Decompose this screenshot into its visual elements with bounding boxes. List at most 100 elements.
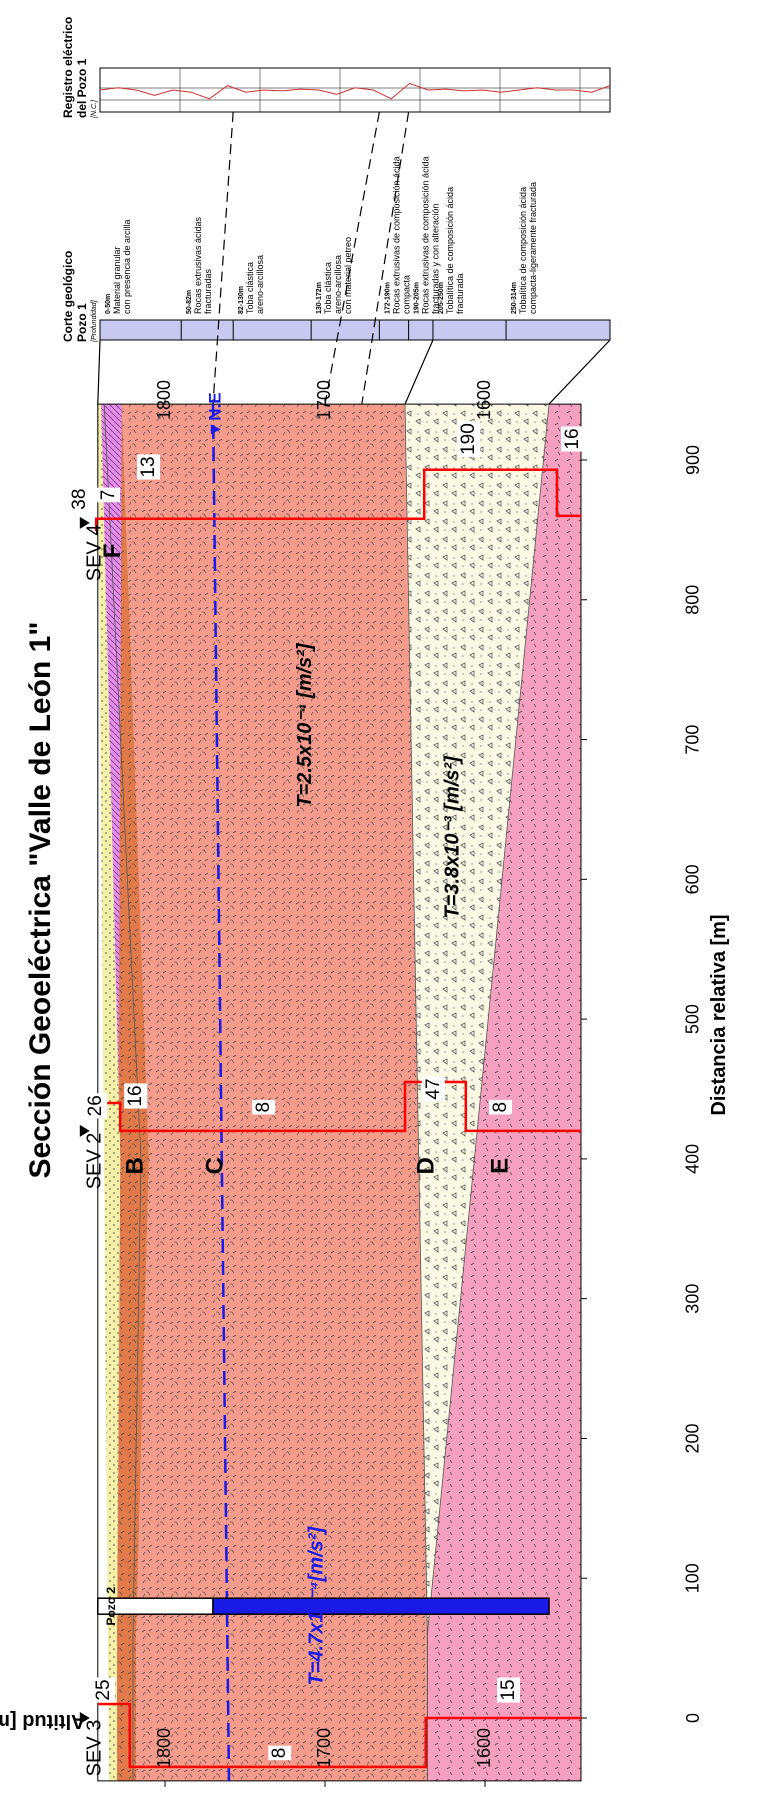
sev-marker-3 xyxy=(79,516,90,529)
pozo1-interval-3-line-3: areno-arcillosa xyxy=(255,255,265,314)
sev-name-1: SEV 3 xyxy=(83,1720,105,1777)
boundary-d_e xyxy=(426,404,550,1781)
pozo2-screen xyxy=(212,1597,550,1615)
correlation-line-5 xyxy=(404,339,434,405)
sev-value-2-5-box xyxy=(489,1099,513,1115)
pozo1-interval-1-line-1: 0-50m xyxy=(105,294,112,314)
sev-value-3-2-box xyxy=(97,487,121,503)
pozo1-interval-7-line-2: Tobalítica de composición ácida xyxy=(445,187,455,314)
layer-a-texture xyxy=(97,404,121,1781)
plot-group xyxy=(94,403,582,1782)
sev-value-1-3-box xyxy=(497,1677,521,1703)
correlation-line-6 xyxy=(548,339,611,405)
x-tick-label-3: 300 xyxy=(683,1284,703,1314)
pozo2-label: Pozo 2 xyxy=(104,1587,118,1626)
pozo1-interval-2-line-2: Rocas extrusivas ácidas xyxy=(193,216,203,314)
pozo1-interval-2-line-1: 50-82m xyxy=(186,290,193,314)
x-tick-label-0: 0 xyxy=(683,1713,703,1723)
sev-value-3-2: 7 xyxy=(98,490,119,501)
sev-value-2-4: 47 xyxy=(423,1078,444,1099)
x-tick-label-6: 600 xyxy=(683,864,703,894)
pozo1-interval-8-line-3: compacta-ligeramente fracturada xyxy=(528,182,538,314)
x-tick-label-7: 700 xyxy=(683,725,703,755)
sev-value-1-3: 15 xyxy=(498,1679,519,1700)
sev-profile-2 xyxy=(101,1080,581,1133)
pozo1-interval-5-line-1: 172-190m xyxy=(384,282,391,314)
pozo1-interval-3-line-2: Toba clástica xyxy=(245,262,255,314)
pozo1-interval-5-line-2: Rocas extrusivas de composición ácida xyxy=(391,156,401,314)
layer-label-c: C xyxy=(202,1157,229,1174)
plot-frame xyxy=(97,403,582,1782)
sev-value-3-5-box xyxy=(561,426,585,452)
pozo1-interval-3-line-1: 82-130m xyxy=(238,286,245,314)
sev-marker-2 xyxy=(79,1124,90,1137)
x-tick-label-9: 900 xyxy=(683,445,703,475)
pozo1-log-subtitle: [N.C.] xyxy=(91,99,98,119)
pozo1-interval-8-line-1: 250-314m xyxy=(511,282,518,314)
correlation-line-1 xyxy=(212,111,234,405)
pozo1-interval-6-line-1: 190-205m xyxy=(414,282,421,314)
pozo1-subtitle: [Profundidad] xyxy=(91,299,98,343)
x-tick-label-5: 500 xyxy=(683,1004,703,1034)
transmissivity-label-3: T=3.8x10⁻³ [m/s²] xyxy=(441,755,463,919)
layer-f-texture xyxy=(101,404,122,1781)
sev-value-3-4: 190 xyxy=(458,423,479,455)
correlation-line-4 xyxy=(97,339,101,405)
y-tick-label-top-0: 1600 xyxy=(474,380,494,420)
pozo1-interval-4-line-1: 130-172m xyxy=(316,282,323,314)
pozo1-title-line2: Pozo 1 xyxy=(75,303,89,342)
water-table-line xyxy=(211,404,231,1781)
sev-value-3-3: 13 xyxy=(138,456,159,477)
y-tick-label-0: 1600 xyxy=(474,1728,494,1768)
sev-value-2-2: 16 xyxy=(125,1085,146,1106)
pozo1-interval-4-line-2: Toba clástica xyxy=(323,262,333,314)
sev-value-3-1: 38 xyxy=(69,489,90,510)
pozo1-interval-6-line-2: Rocas extrusivas de composición ácida xyxy=(421,156,431,314)
layer-label-e: E xyxy=(486,1158,513,1174)
pozo1-interval-7-line-3: fracturada xyxy=(455,273,465,314)
sev-value-1-1: 25 xyxy=(93,1679,114,1700)
sev-value-2-4-box xyxy=(421,1076,445,1102)
pozo1-interval-7-line-1: 205-250m xyxy=(438,282,445,314)
pozo1-interval-5-line-3: compacta xyxy=(401,275,411,314)
sev-value-1-1-box xyxy=(92,1677,116,1703)
pozo1-log-title-line1: Registro eléctrico xyxy=(61,17,75,118)
sev-value-2-1: 26 xyxy=(85,1095,106,1116)
sev-value-3-5: 16 xyxy=(562,428,583,449)
layer-d-texture xyxy=(405,404,549,1781)
sev-value-2-2-box xyxy=(124,1083,148,1109)
sev-name-2: SEV 2 xyxy=(83,1133,105,1190)
pozo1-interval-1-line-3: con presencia de arcilla xyxy=(122,219,132,314)
pozo1-log-curve xyxy=(99,82,611,100)
x-tick-label-2: 200 xyxy=(683,1423,703,1453)
y-tick-label-1: 1700 xyxy=(314,1728,334,1768)
sev-value-2-1-box xyxy=(84,1093,108,1119)
y-tick-label-top-2: 1800 xyxy=(154,380,174,420)
sev-value-1-2: 8 xyxy=(269,1748,290,1759)
correlation-line-2 xyxy=(324,111,380,405)
figure-title: Sección Geoeléctrica "Valle de León 1" xyxy=(24,621,57,1178)
x-tick-label-8: 800 xyxy=(683,585,703,615)
transmissivity-label-2: T=2.5x10⁻⁴ [m/s²] xyxy=(294,642,316,807)
y-tick-label-2: 1800 xyxy=(154,1728,174,1768)
x-tick-label-1: 100 xyxy=(683,1563,703,1593)
sev-value-2-5: 8 xyxy=(490,1102,511,1113)
layer-label-b: B xyxy=(122,1157,149,1174)
pozo1-column xyxy=(99,319,611,341)
layer-e-texture xyxy=(427,404,581,1781)
layer-label-f: F xyxy=(99,544,126,559)
sev-value-3-1-box xyxy=(68,486,92,512)
pozo1-interval-8-line-2: Tobalítica de composición ácida xyxy=(518,187,528,314)
sev-value-2-3: 8 xyxy=(253,1102,274,1113)
sev-profile-1 xyxy=(97,1702,581,1769)
sev-marker-1 xyxy=(79,1712,90,1724)
pozo1-interval-4-line-3: areno-arcillosa xyxy=(333,255,343,314)
y-axis-label: Altitud [msnm] xyxy=(0,1710,86,1732)
pozo1-interval-4-line-4: con material petreo xyxy=(343,237,353,314)
pozo1-title-line1: Corte geológico xyxy=(61,251,75,342)
x-tick-label-4: 400 xyxy=(683,1144,703,1174)
boundary-a_b xyxy=(103,404,142,1781)
pozo1-interval-1-line-2: Material granular xyxy=(112,246,122,314)
layer-label-d: D xyxy=(413,1157,440,1174)
